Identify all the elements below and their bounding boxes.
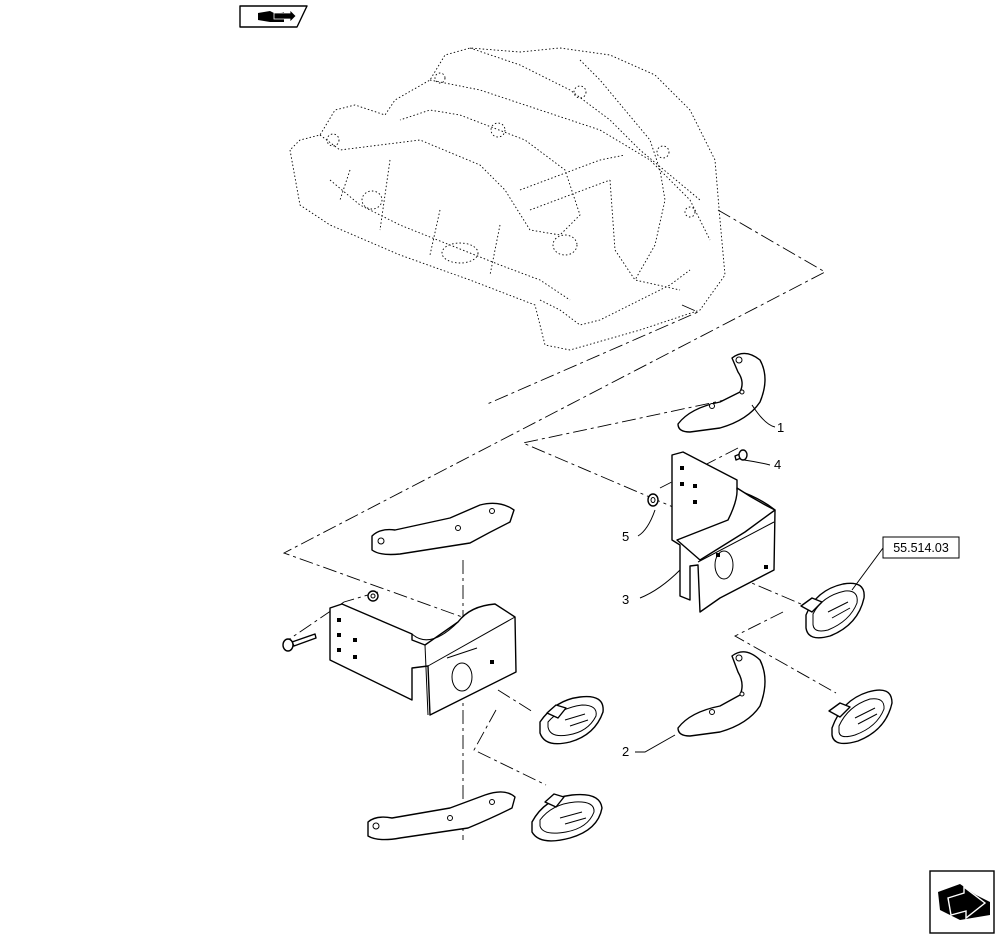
left-upper-plate — [371, 502, 515, 556]
book-arrow-icon[interactable] — [239, 5, 308, 28]
leader-lines — [635, 404, 884, 753]
left-bracket — [329, 603, 517, 716]
left-lower-plate — [367, 791, 516, 841]
part-5-nut — [647, 493, 659, 507]
next-page-arrow-icon[interactable] — [929, 870, 995, 934]
assembly-lines — [282, 209, 837, 840]
reference-box[interactable]: 55.514.03 — [882, 536, 960, 559]
tractor-frame — [289, 47, 726, 351]
left-nut — [367, 590, 379, 602]
callout-4: 4 — [774, 457, 781, 472]
callout-2: 2 — [622, 744, 629, 759]
callout-5: 5 — [622, 529, 629, 544]
callout-3: 3 — [622, 592, 629, 607]
callout-1: 1 — [777, 420, 784, 435]
reference-label: 55.514.03 — [893, 541, 949, 555]
left-lower-lamp — [531, 793, 603, 842]
left-bolt — [282, 633, 317, 652]
part-1-upper-plate — [677, 352, 766, 433]
part-2-lower-plate — [677, 651, 766, 737]
right-upper-lamp — [800, 582, 865, 639]
part-4-bolt — [734, 449, 748, 461]
part-3-bracket — [671, 451, 776, 613]
left-upper-lamp — [539, 695, 604, 745]
right-lower-lamp — [828, 689, 893, 745]
